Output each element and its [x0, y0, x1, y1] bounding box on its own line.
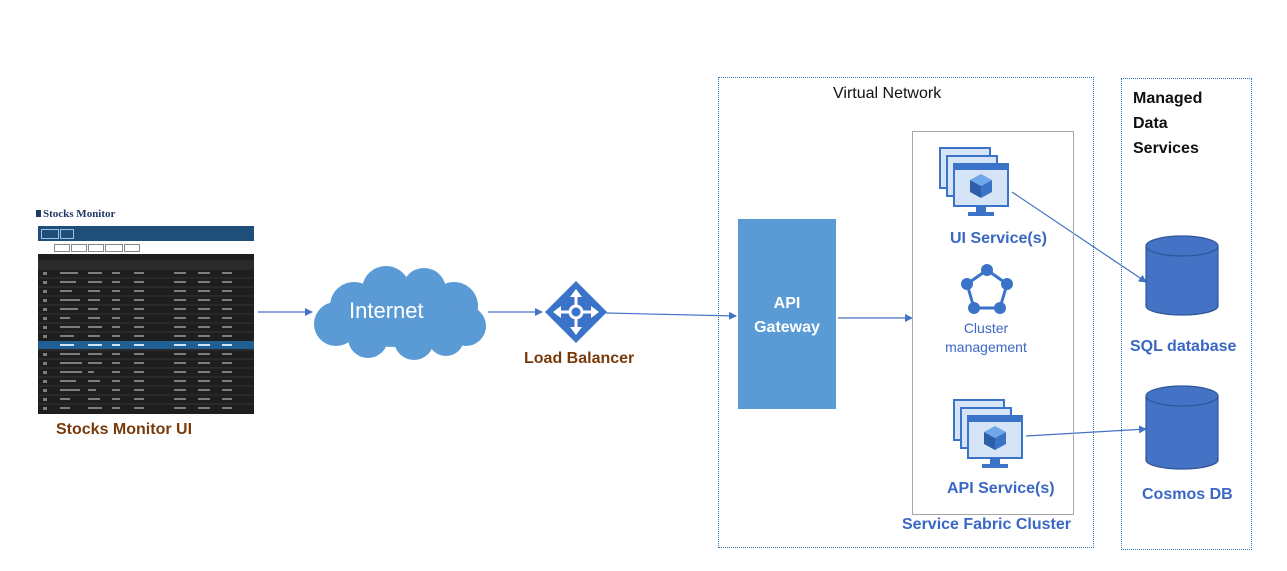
- ui-service-vm-icon: [939, 147, 1009, 216]
- service-fabric-cluster-box: [912, 131, 1074, 515]
- api-services-label: API Service(s): [947, 480, 1055, 497]
- managed-data-services-label: Managed Data Services: [1133, 90, 1203, 157]
- stocks-table: [38, 254, 254, 414]
- nav-tab: [60, 229, 74, 239]
- table-gridlines: [38, 268, 254, 410]
- arrow-lb-to-gateway: [605, 311, 737, 320]
- virtual-network-label: Virtual Network: [833, 85, 942, 102]
- internet-label: Internet: [349, 298, 424, 323]
- cosmos-db-label: Cosmos DB: [1142, 486, 1233, 503]
- stocks-monitor-logo-icon: [36, 210, 41, 217]
- api-gateway-label: API Gateway: [754, 295, 820, 336]
- service-fabric-cluster-label: Service Fabric Cluster: [902, 516, 1071, 533]
- arrow-api-to-cosmos: [1025, 425, 1147, 437]
- api-service-vm-icon: [953, 399, 1023, 468]
- arrow-ui-to-sql: [1011, 191, 1147, 283]
- sql-database-icon: [1145, 235, 1219, 316]
- stocks-monitor-screenshot: Stocks Monitor: [36, 208, 256, 414]
- cluster-management-label: Cluster management: [945, 320, 1027, 355]
- table-filter-row: [38, 260, 254, 268]
- ui-services-label: UI Service(s): [950, 230, 1047, 247]
- api-gateway-box: [738, 219, 836, 409]
- nav-tab: [41, 229, 59, 239]
- cosmos-db-icon: [1145, 385, 1219, 470]
- app-nav-bar: [38, 226, 254, 241]
- app-title: Stocks Monitor: [43, 208, 116, 220]
- sql-database-label: SQL database: [1130, 338, 1237, 355]
- load-balancer-label: Load Balancer: [524, 350, 635, 367]
- cluster-management-icon: [961, 264, 1013, 314]
- table-row-selected: [38, 341, 254, 349]
- managed-data-services-boundary: [1121, 78, 1252, 550]
- filter-buttons: [54, 244, 174, 252]
- load-balancer-icon: [545, 281, 607, 343]
- internet-cloud-icon: [314, 266, 486, 360]
- stocks-monitor-ui-label: Stocks Monitor UI: [56, 421, 193, 438]
- virtual-network-boundary: [718, 77, 1094, 548]
